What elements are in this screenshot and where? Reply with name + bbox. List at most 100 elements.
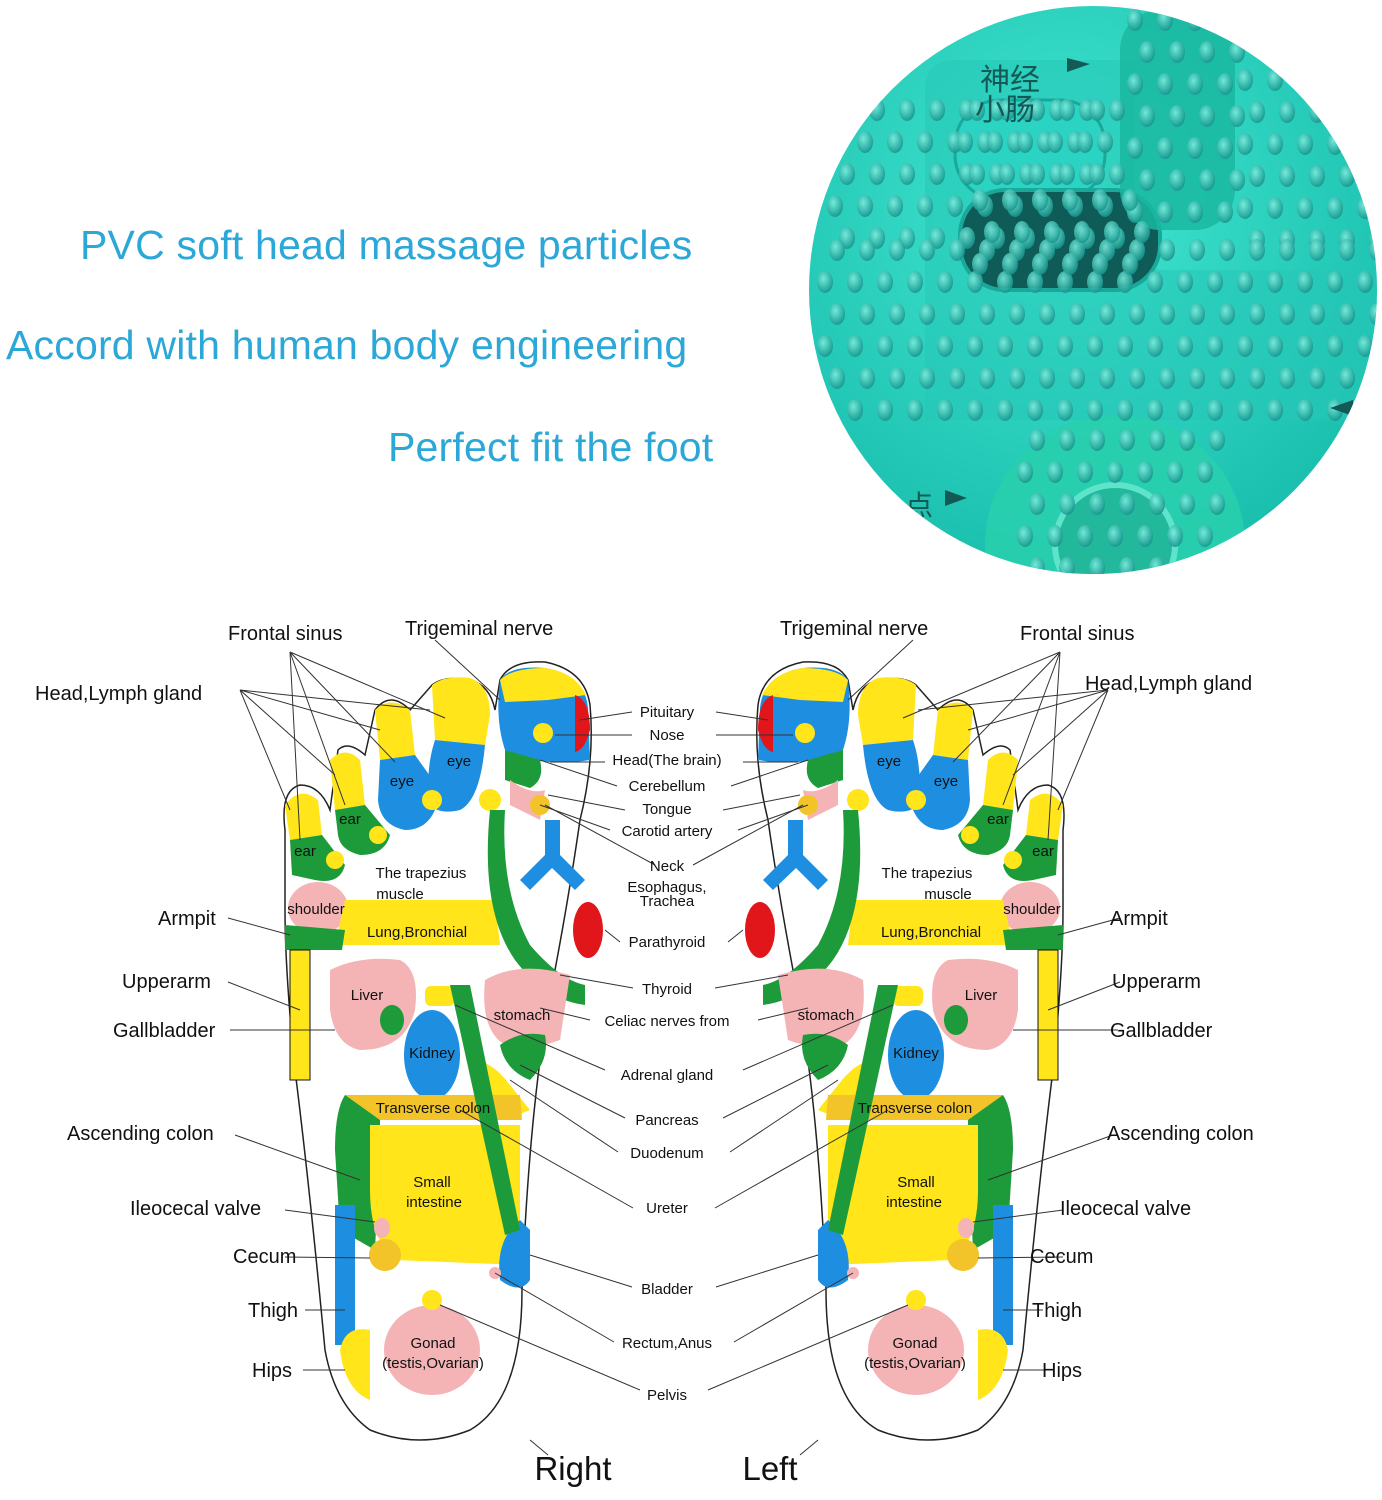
massage-nub — [1129, 303, 1145, 325]
massage-nub — [1057, 271, 1073, 293]
massage-nub — [1357, 197, 1373, 219]
massage-nub — [984, 221, 1000, 243]
massage-nub — [1297, 197, 1313, 219]
massage-nub — [887, 131, 903, 153]
massage-nub — [1197, 461, 1213, 483]
photo-chars-3: 点 — [905, 489, 933, 522]
massage-nub — [1092, 253, 1108, 275]
massage-nub — [1119, 557, 1135, 574]
zone-label-left: shoulder — [1003, 901, 1061, 918]
massage-nub — [1179, 429, 1195, 451]
zone-label-left: Kidney — [893, 1045, 939, 1062]
massage-nub — [1279, 101, 1295, 123]
massage-nub — [1209, 429, 1225, 451]
right-side-label: Thigh — [1032, 1300, 1082, 1322]
massage-nub — [929, 99, 945, 121]
massage-nub — [967, 399, 983, 421]
massage-nub — [1297, 399, 1313, 421]
center-label: Celiac nerves from — [604, 1013, 729, 1030]
massage-nub — [1029, 163, 1045, 185]
center-label: Trachea — [640, 893, 695, 910]
massage-nub — [1089, 99, 1105, 121]
zone-label-right: ear — [339, 811, 361, 828]
massage-nub — [1149, 557, 1165, 574]
massage-nub — [1369, 367, 1377, 389]
massage-nub — [929, 163, 945, 185]
center-label: Duodenum — [630, 1145, 703, 1162]
massage-nub — [1297, 335, 1313, 357]
massage-nub — [1357, 399, 1373, 421]
massage-nub — [1279, 303, 1295, 325]
massage-nub — [1127, 9, 1143, 31]
massage-nub — [1139, 105, 1155, 127]
massage-nub — [1229, 105, 1245, 127]
massage-nub — [1039, 303, 1055, 325]
zone-label-left: intestine — [886, 1194, 942, 1211]
left-side-label: Frontal sinus — [228, 623, 343, 645]
zone-label-left: ear — [987, 811, 1009, 828]
massage-nub — [949, 239, 965, 261]
zone-label-right: shoulder — [287, 901, 345, 918]
zone-label-right: eye — [447, 753, 471, 770]
massage-nub — [979, 367, 995, 389]
massage-nub — [947, 195, 963, 217]
massage-nub — [1157, 137, 1173, 159]
massage-nub — [869, 163, 885, 185]
massage-nub — [1089, 493, 1105, 515]
massage-nub — [937, 399, 953, 421]
massage-nub — [1339, 303, 1355, 325]
massage-nub — [919, 303, 935, 325]
center-label: Nose — [649, 727, 684, 744]
massage-nub — [1267, 69, 1283, 91]
massage-nub — [1047, 525, 1063, 547]
massage-nub — [1229, 169, 1245, 191]
massage-nub — [1217, 9, 1233, 31]
massage-nub — [1107, 525, 1123, 547]
massage-nub — [1297, 69, 1313, 91]
right-side-label: Trigeminal nerve — [780, 618, 928, 640]
massage-nub — [1219, 239, 1235, 261]
massage-nub — [969, 163, 985, 185]
massage-nub — [1017, 461, 1033, 483]
zone-label-right: ear — [294, 843, 316, 860]
massage-nub — [1027, 335, 1043, 357]
massage-nub — [1062, 253, 1078, 275]
zone-label-left: ear — [1032, 843, 1054, 860]
massage-nub — [1017, 131, 1033, 153]
massage-nub — [907, 399, 923, 421]
massage-nub — [1267, 335, 1283, 357]
zone-label-right: intestine — [406, 1194, 462, 1211]
massage-nub — [889, 367, 905, 389]
zone-label-left: Small — [897, 1174, 935, 1191]
massage-nub — [1089, 557, 1105, 574]
massage-nub — [1309, 367, 1325, 389]
massage-nub — [1159, 239, 1175, 261]
massage-nub — [999, 163, 1015, 185]
arrow-icon — [945, 490, 967, 506]
massage-nub — [997, 335, 1013, 357]
massage-nub — [987, 131, 1003, 153]
massage-nub — [1199, 41, 1215, 63]
massage-nub — [1002, 189, 1018, 211]
massage-nub — [1369, 303, 1377, 325]
massage-nub — [829, 239, 845, 261]
massage-nub — [967, 271, 983, 293]
massage-nub — [1327, 133, 1343, 155]
massage-nub — [827, 131, 843, 153]
zone-label-left: Transverse colon — [858, 1100, 973, 1117]
center-label: Tongue — [642, 801, 691, 818]
massage-nub — [1309, 101, 1325, 123]
zone-label-left: muscle — [924, 886, 972, 903]
massage-nub — [827, 195, 843, 217]
zone-label-left: Liver — [965, 987, 998, 1004]
massage-nub — [1339, 367, 1355, 389]
massage-nub — [857, 131, 873, 153]
zone-label-right: muscle — [376, 886, 424, 903]
right-foot-label: Right — [534, 1450, 611, 1487]
center-label: Neck — [650, 858, 685, 875]
massage-nub — [1249, 165, 1265, 187]
right-side-label: Head,Lymph gland — [1085, 673, 1252, 695]
massage-nub — [917, 195, 933, 217]
right-foot-map — [283, 661, 603, 1441]
massage-nub — [1032, 189, 1048, 211]
